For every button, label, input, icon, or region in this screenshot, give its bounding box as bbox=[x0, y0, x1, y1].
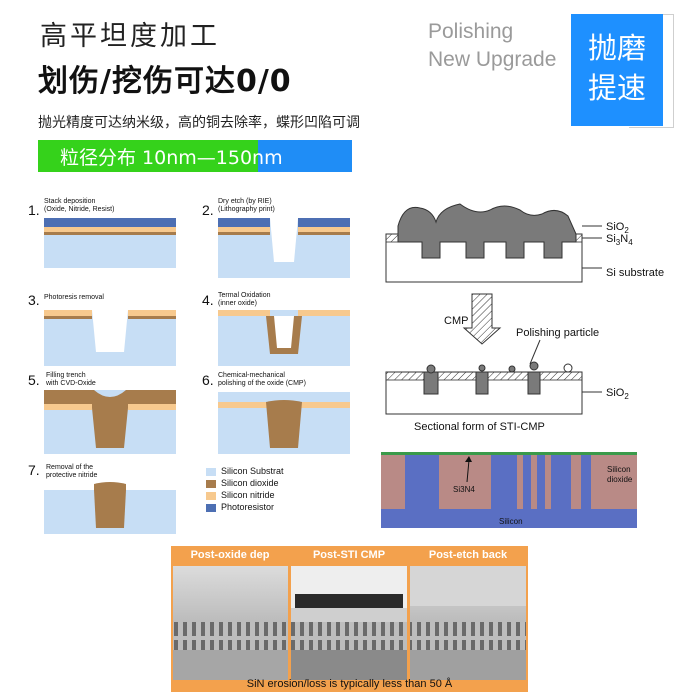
svg-text:Si3N4: Si3N4 bbox=[606, 233, 633, 247]
legend-label: Photoresistor bbox=[221, 502, 275, 512]
label-si3n4: Si bbox=[606, 233, 616, 245]
step-7-label: Removal of the protective nitride bbox=[46, 464, 98, 479]
legend-label: Silicon Substrat bbox=[221, 466, 284, 476]
english-tagline-1: Polishing bbox=[428, 20, 514, 43]
diagram-caption: Sectional form of STI-CMP bbox=[414, 421, 545, 433]
legend-swatch bbox=[206, 467, 216, 476]
step-1-label: Stack deposition (Oxide, Nitride, Resist… bbox=[44, 198, 115, 213]
micrograph-label-si3n4: Si3N4 bbox=[453, 485, 475, 494]
step-6-label: Chemical-mechanical polishing of the oxi… bbox=[218, 372, 306, 387]
step-2-label: Dry etch (by RIE) (Lithography print) bbox=[218, 198, 275, 213]
step-2-number: 2. bbox=[202, 202, 214, 218]
badge-line-1: 抛磨 bbox=[587, 31, 646, 65]
badge-line-2: 提速 bbox=[587, 71, 646, 105]
label-sio2: SiO bbox=[606, 221, 625, 233]
micrograph-label-silicon-dioxide-2: dioxide bbox=[607, 475, 633, 484]
particle-size-text: 粒径分布 10nm—150nm bbox=[60, 147, 283, 169]
step-5-number: 5. bbox=[28, 372, 40, 388]
legend-item-silicon-substrat: Silicon Substrat bbox=[206, 466, 284, 476]
step-2-diagram bbox=[218, 218, 350, 278]
sti-micrograph: Si3N4 Silicon dioxide Silicon bbox=[381, 452, 637, 528]
tem-footer: SiN erosion/loss is typically less than … bbox=[246, 678, 453, 690]
tem-header-post-sti: Post-STI CMP bbox=[312, 549, 386, 561]
step-3-diagram bbox=[44, 310, 176, 366]
speed-badge: 抛磨 提速 bbox=[571, 14, 663, 126]
legend-swatch bbox=[206, 479, 216, 488]
label-cmp: CMP bbox=[444, 315, 468, 327]
step-3-number: 3. bbox=[28, 292, 40, 308]
legend: Silicon Substrat Silicon dioxide Silicon… bbox=[206, 466, 284, 512]
step-4-diagram bbox=[218, 310, 350, 366]
particle-bar-green bbox=[38, 140, 258, 172]
legend-swatch bbox=[206, 491, 216, 500]
step-7-diagram bbox=[44, 482, 176, 534]
label-polishing-particle: Polishing particle bbox=[516, 327, 599, 339]
step-5-diagram bbox=[44, 390, 176, 454]
micrograph-label-silicon-dioxide-1: Silicon bbox=[607, 465, 631, 474]
legend-swatch bbox=[206, 503, 216, 512]
label-si-substrate: Si substrate bbox=[606, 267, 664, 279]
sti-cmp-diagram: SiO2 Si3N4 Si substrate CMP Polishing pa… bbox=[385, 203, 664, 433]
legend-item-silicon-nitride: Silicon nitride bbox=[206, 490, 284, 500]
label-sio2-bottom-subscript: 2 bbox=[624, 392, 629, 401]
legend-item-silicon-dioxide: Silicon dioxide bbox=[206, 478, 284, 488]
title-line-1: 高平坦度加工 bbox=[40, 21, 220, 52]
label-si3n4-sub-1: 3 bbox=[616, 238, 621, 247]
step-1-number: 1. bbox=[28, 202, 40, 218]
step-7-number: 7. bbox=[28, 462, 40, 478]
label-sio2-bottom: SiO bbox=[606, 387, 625, 399]
legend-label: Silicon nitride bbox=[221, 490, 275, 500]
tem-header-post-oxide: Post-oxide dep bbox=[190, 549, 270, 561]
tem-panel: Post-oxide dep Post-STI CMP Post-etch ba… bbox=[171, 546, 528, 692]
legend-label: Silicon dioxide bbox=[221, 478, 279, 488]
legend-item-photoresistor: Photoresistor bbox=[206, 502, 284, 512]
micrograph-label-silicon: Silicon bbox=[499, 517, 523, 526]
description: 抛光精度可达纳米级，高的铜去除率，蝶形凹陷可调 bbox=[38, 115, 360, 131]
step-5-label: Filling trench with CVD-Oxide bbox=[46, 372, 96, 387]
tem-header-post-etch: Post-etch back bbox=[428, 549, 508, 561]
step-6-diagram bbox=[218, 392, 350, 454]
title-line-2: 划伤/挖伤可达0/0 bbox=[38, 64, 292, 99]
svg-text:SiO2: SiO2 bbox=[606, 221, 629, 235]
step-4-label: Termal Oxidation (inner oxide) bbox=[218, 292, 271, 307]
step-1-diagram bbox=[44, 218, 176, 268]
step-3-label: Photoresis removal bbox=[44, 294, 104, 301]
english-tagline-2: New Upgrade bbox=[428, 48, 557, 71]
step-6-number: 6. bbox=[202, 372, 214, 388]
label-si3n4-n: N bbox=[620, 233, 628, 245]
svg-text:SiO2: SiO2 bbox=[606, 387, 629, 401]
label-sio2-subscript: 2 bbox=[624, 226, 629, 235]
sti-process-steps: 1. Stack deposition (Oxide, Nitride, Res… bbox=[28, 196, 368, 536]
label-si3n4-sub-2: 4 bbox=[628, 238, 633, 247]
step-4-number: 4. bbox=[202, 292, 214, 308]
particle-bar-blue bbox=[258, 140, 352, 172]
tem-images bbox=[173, 566, 526, 680]
